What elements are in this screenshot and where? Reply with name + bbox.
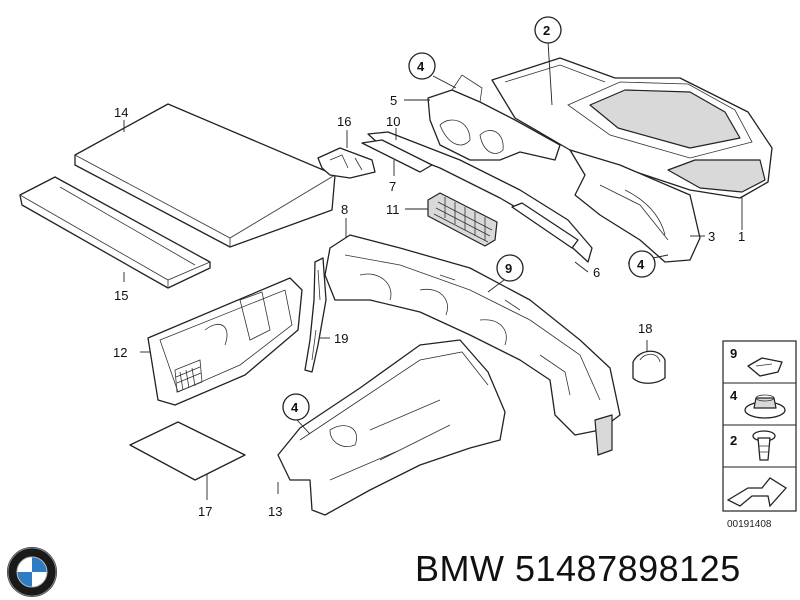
part-16-bracket [317,147,376,179]
fastener-legend: 9 4 2 [722,340,797,512]
label-13: 13 [268,504,282,519]
part-15-trunk-mat [19,176,211,289]
label-5: 5 [390,93,397,108]
callout-circle-2: 2 [534,16,562,44]
label-16: 16 [337,114,351,129]
label-11: 11 [386,202,400,217]
legend-label-9: 9 [730,346,737,361]
svg-text:4: 4 [637,257,645,272]
svg-text:4: 4 [417,59,425,74]
part-12-side-trim [147,277,303,406]
part-6-trim-piece [511,202,579,249]
part-8-wheel-housing [324,234,621,456]
part-number-labels: 14 15 12 17 16 19 10 7 8 11 5 13 6 3 1 1… [113,93,745,519]
label-6: 6 [593,265,600,280]
label-10: 10 [386,114,400,129]
part-7-trim-piece [361,139,433,173]
diagram-reference-code: 00191408 [727,519,772,530]
label-1: 1 [738,229,745,244]
callout-circle-9: 9 [496,254,524,282]
part-18-clip-cap [632,350,666,384]
svg-text:9: 9 [505,261,512,276]
label-14: 14 [114,105,128,120]
legend-label-2: 2 [730,433,737,448]
part-13-wheel-arch [277,339,506,516]
part-2-parcel-shelf [491,57,773,199]
svg-text:2: 2 [543,23,550,38]
label-3: 3 [708,229,715,244]
label-7: 7 [389,179,396,194]
part-19-trim-strip [304,257,327,373]
label-8: 8 [341,202,348,217]
part-11-vent-grille [427,192,498,247]
flange-nut-icon [744,394,786,419]
callout-circle-4-right: 4 [628,250,656,278]
label-15: 15 [114,288,128,303]
push-rivet-icon [752,430,776,461]
part-number-title: BMW 51487898125 [415,548,741,589]
arrow-icon [726,477,787,508]
part-17-pad-shape [129,421,246,481]
bmw-roundel-icon [7,547,57,597]
part-14-floor-cover [74,103,336,248]
label-12: 12 [113,345,127,360]
svg-text:4: 4 [291,400,299,415]
label-19: 19 [334,331,348,346]
clip-nut-icon [747,357,783,377]
part-5-bulkhead-frame [427,74,561,161]
label-17: 17 [198,504,212,519]
legend-label-4: 4 [730,388,738,403]
callout-circle-4-top: 4 [408,52,436,80]
part-3-panel-bracket [569,149,701,263]
callout-circle-4-left: 4 [282,393,310,421]
label-18: 18 [638,321,652,336]
